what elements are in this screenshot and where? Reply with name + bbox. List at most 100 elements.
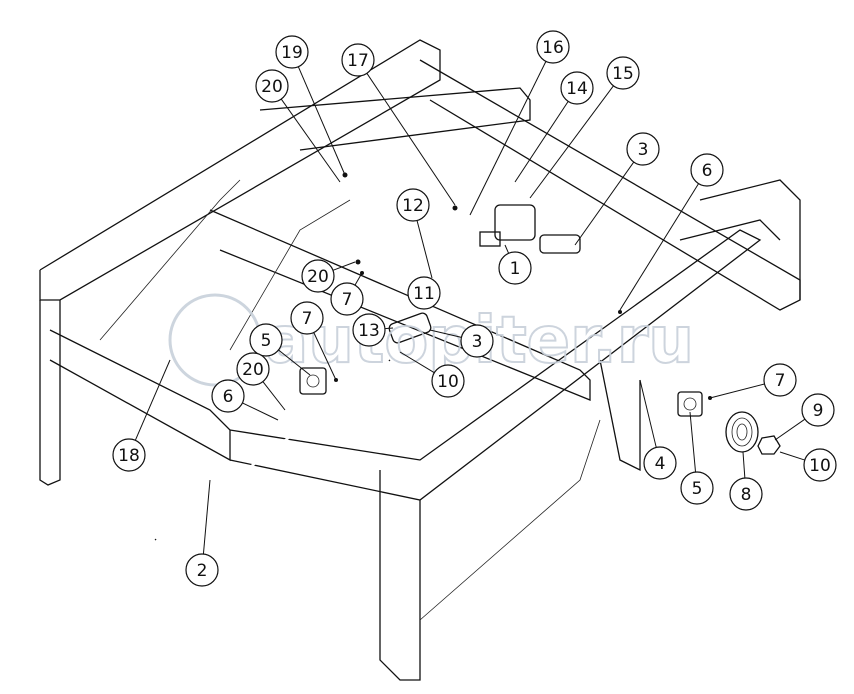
callout-circle	[801, 393, 835, 427]
callout-16: 16	[469, 30, 570, 216]
callout-6: 6	[211, 379, 279, 421]
callout-label: 17	[347, 51, 369, 71]
leader-line	[280, 98, 341, 183]
callout-label: 20	[307, 267, 329, 287]
gearbox	[479, 204, 581, 254]
callout-circle	[112, 438, 146, 472]
callout-20: 20	[255, 69, 341, 183]
callout-circle	[460, 324, 494, 358]
callout-label: 7	[775, 371, 786, 391]
leader-line	[354, 272, 363, 286]
callout-label: 19	[281, 43, 303, 63]
callout-11: 11	[407, 276, 441, 310]
callout-circle	[290, 301, 324, 335]
callout-5: 5	[249, 323, 311, 376]
callout-label: 15	[612, 64, 634, 84]
leader-line	[262, 381, 286, 411]
callout-label: 4	[655, 454, 666, 474]
callout-label: 7	[342, 290, 353, 310]
callout-circle	[236, 352, 270, 386]
callout-circle	[185, 553, 219, 587]
leader-line	[639, 379, 657, 448]
leader-line	[332, 261, 356, 271]
leader-line	[416, 220, 433, 279]
callout-3: 3	[574, 132, 660, 246]
callout-label: 10	[809, 456, 831, 476]
callout-circle	[341, 43, 375, 77]
callout-circle	[275, 35, 309, 69]
leader-line	[134, 359, 171, 441]
leader-line	[202, 479, 211, 555]
callout-circle	[560, 71, 594, 105]
callout-13: 13	[352, 313, 394, 347]
callout-label: 18	[118, 446, 140, 466]
callout-label: 10	[437, 372, 459, 392]
callout-circle	[211, 379, 245, 413]
callout-label: 5	[261, 331, 272, 351]
callout-circle	[729, 477, 763, 511]
callout-circle	[626, 132, 660, 166]
callout-label: 8	[741, 485, 752, 505]
leader-line	[529, 85, 614, 199]
leader-line	[504, 244, 510, 254]
callout-circle	[536, 30, 570, 64]
callout-2: 2	[185, 479, 219, 587]
callout-circle	[763, 363, 797, 397]
leader-line	[742, 451, 746, 479]
callout-18: 18	[112, 359, 171, 472]
callout-label: 14	[566, 79, 588, 99]
callout-label: 16	[542, 38, 564, 58]
callout-7: 7	[330, 272, 364, 316]
callout-circle	[352, 313, 386, 347]
leader-line	[774, 418, 806, 441]
callout-15: 15	[529, 56, 640, 199]
leader-line	[469, 61, 547, 216]
callout-label: 9	[813, 401, 824, 421]
callout-circle	[498, 251, 532, 285]
callout-label: 11	[413, 284, 435, 304]
callout-7: 7	[290, 301, 337, 381]
callout-circle	[606, 56, 640, 90]
leader-line	[709, 383, 765, 399]
callout-3: 3	[429, 324, 494, 358]
callout-1: 1	[498, 244, 532, 285]
callout-label: 3	[638, 140, 649, 160]
leader-line	[242, 402, 279, 421]
leader-line	[514, 101, 569, 183]
callout-circle	[255, 69, 289, 103]
callout-circle	[803, 448, 837, 482]
callout-circle	[330, 282, 364, 316]
callout-19: 19	[275, 35, 346, 176]
callout-circle	[301, 259, 335, 293]
leader-line	[399, 351, 435, 374]
callout-14: 14	[514, 71, 594, 183]
leader-line	[619, 183, 699, 311]
callout-4: 4	[639, 379, 677, 480]
callout-17: 17	[341, 43, 456, 206]
callout-label: 5	[692, 479, 703, 499]
callout-20: 20	[301, 259, 356, 293]
callout-label: 2	[197, 561, 208, 581]
frame-drawing	[39, 39, 801, 681]
callout-label: 6	[702, 161, 713, 181]
leader-line	[313, 332, 337, 381]
callout-circle	[680, 471, 714, 505]
leader-line	[366, 73, 456, 206]
leader-line	[574, 161, 635, 246]
callout-circle	[249, 323, 283, 357]
callout-7: 7	[709, 363, 797, 399]
callout-5: 5	[680, 411, 714, 505]
callout-circle	[431, 364, 465, 398]
leader-line	[689, 411, 697, 473]
callout-10: 10	[399, 351, 465, 398]
callout-label: 13	[358, 321, 380, 341]
leader-line	[278, 349, 311, 376]
callout-label: 6	[223, 387, 234, 407]
callout-8: 8	[729, 451, 763, 511]
callout-circle	[690, 153, 724, 187]
callout-label: 3	[472, 332, 483, 352]
callout-label: 1	[510, 259, 521, 279]
callout-circle	[643, 446, 677, 480]
